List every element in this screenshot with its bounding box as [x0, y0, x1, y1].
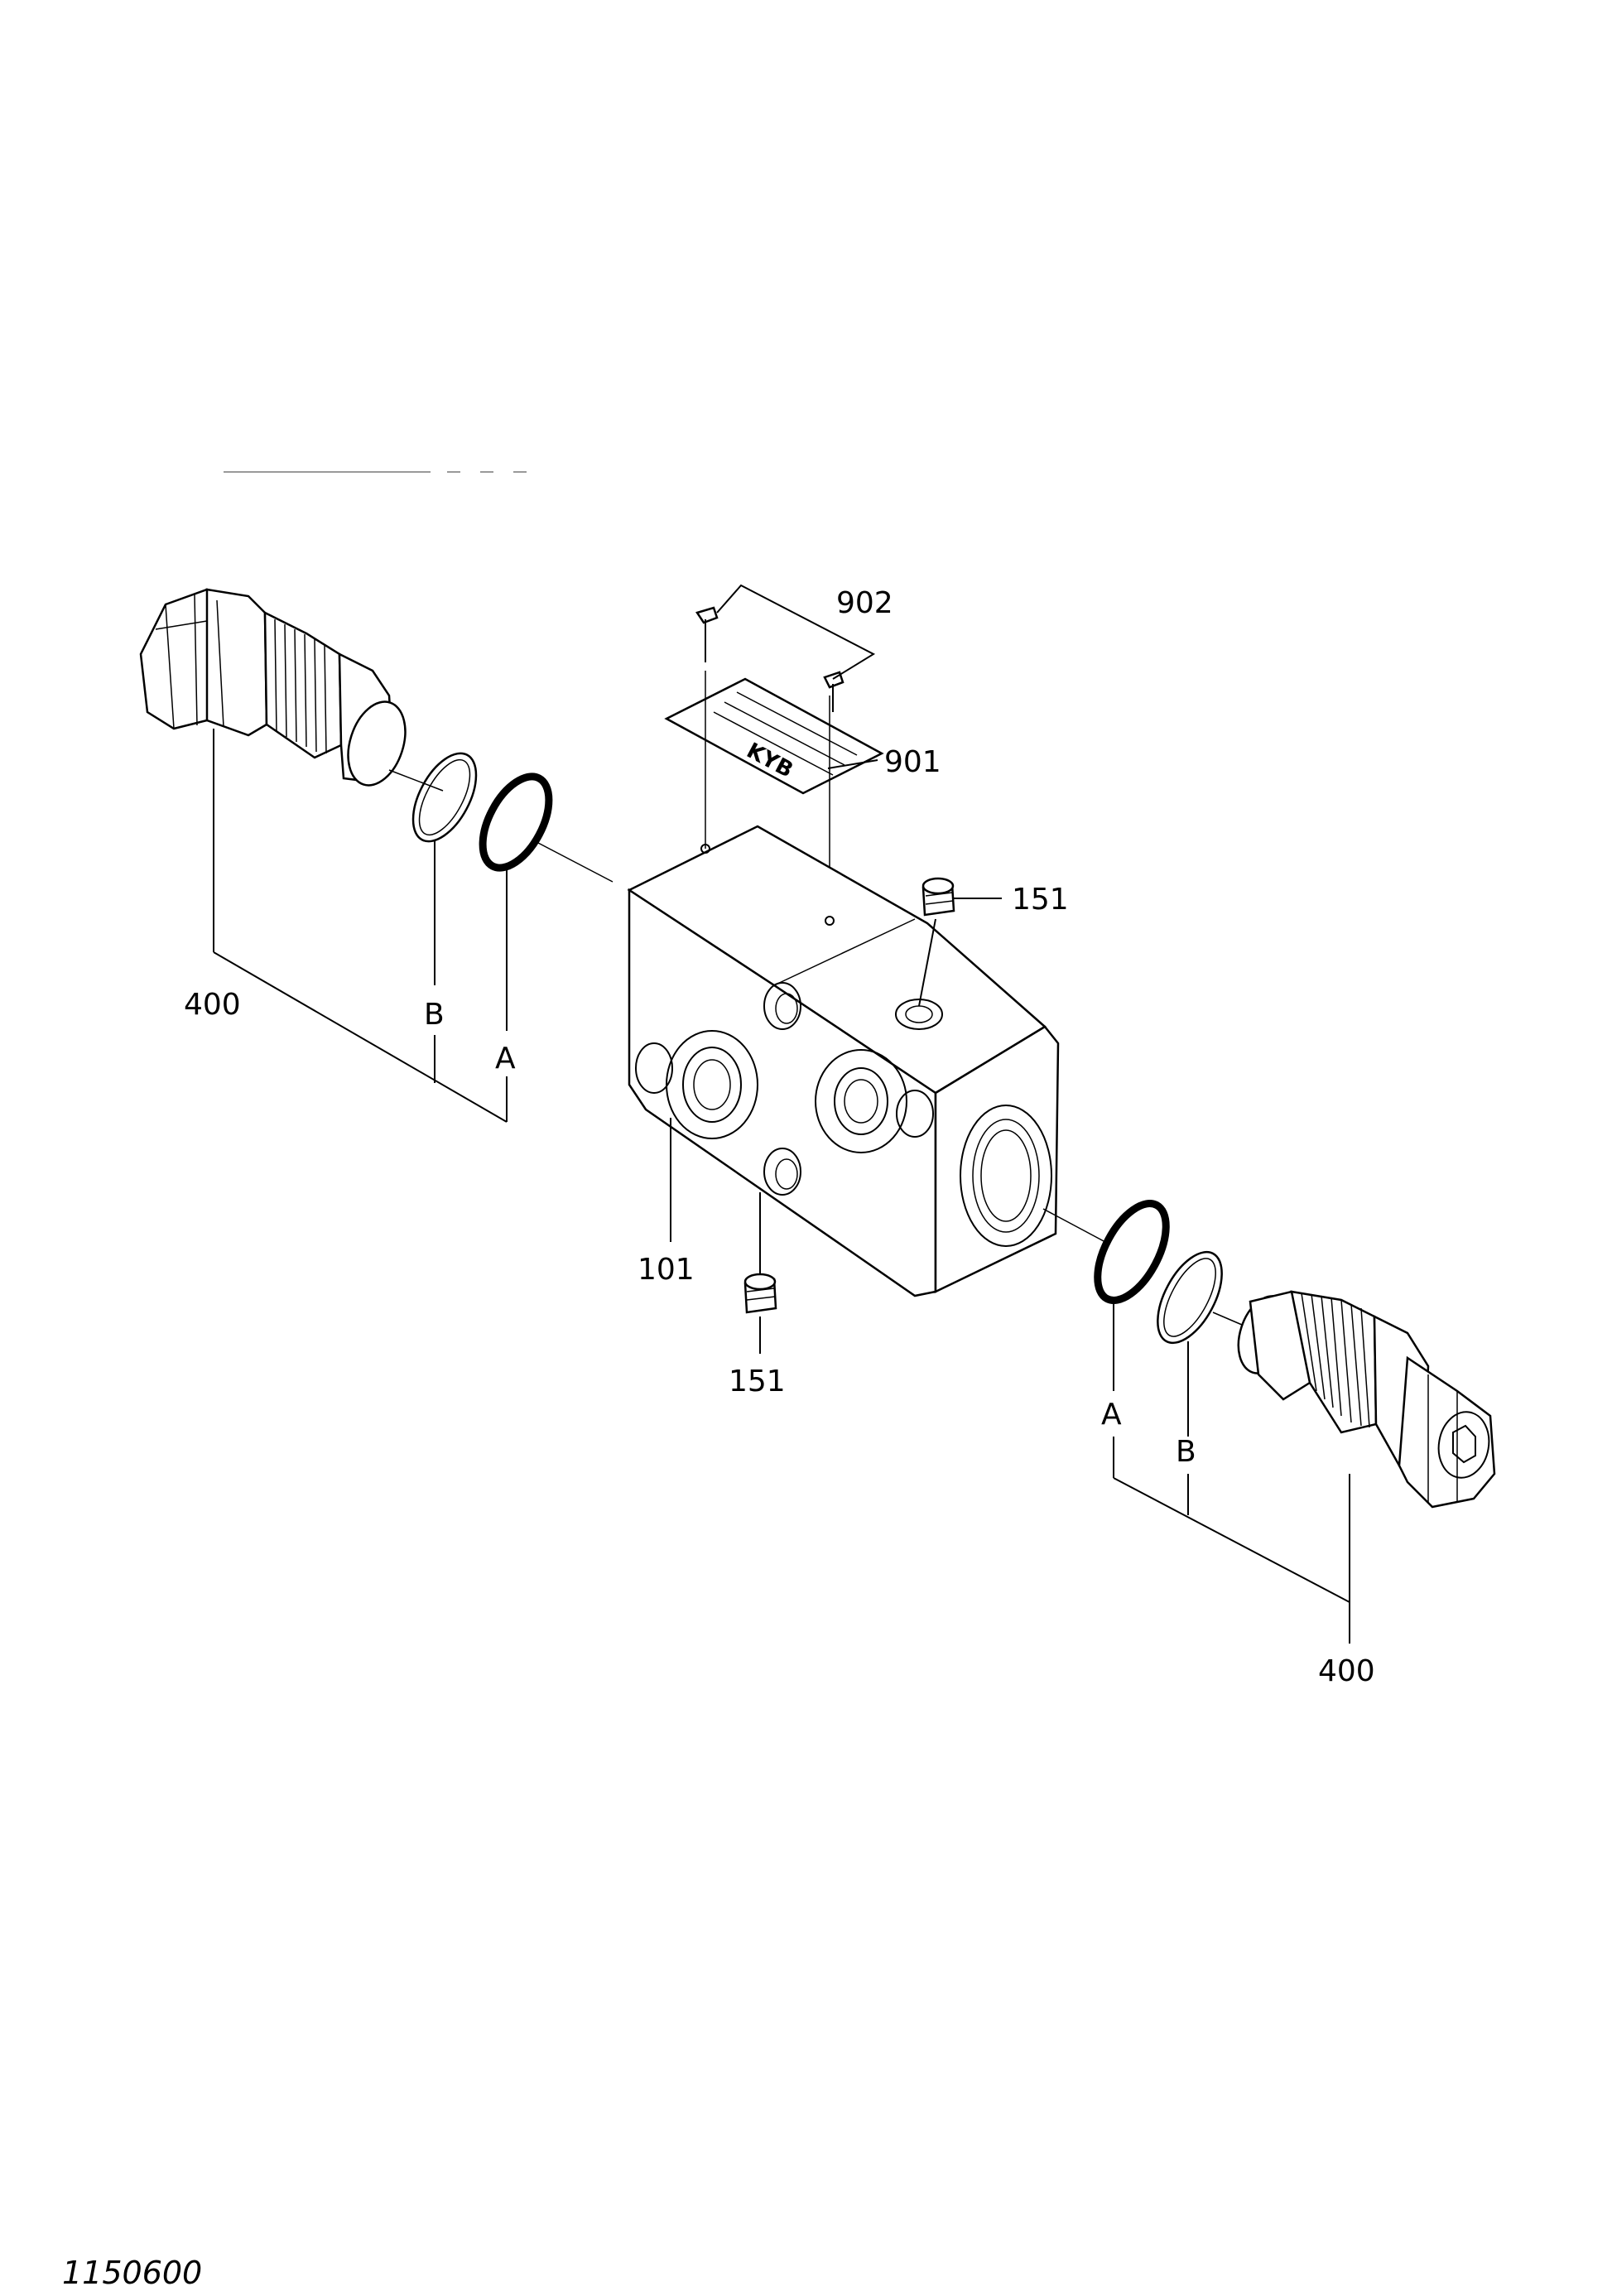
callout-902: 902 — [836, 586, 893, 620]
name-plate-901: KYB — [664, 677, 884, 795]
callout-151-top: 151 — [1012, 883, 1069, 917]
o-ring-left — [479, 773, 553, 872]
callout-a-right: A — [1101, 1398, 1122, 1432]
callout-400-left: 400 — [184, 988, 241, 1022]
relief-valve-right — [1237, 1290, 1496, 1509]
callout-151-bottom: 151 — [729, 1365, 786, 1398]
plug-151-top — [918, 877, 1002, 1007]
relief-valve-left — [139, 588, 444, 792]
leader-lines-left — [213, 729, 508, 1123]
rivets-902 — [695, 584, 876, 712]
backup-ring-right — [1157, 1250, 1223, 1345]
leader-lines-right — [1113, 1300, 1350, 1644]
plug-151-bottom — [743, 1192, 777, 1354]
callout-400-right: 400 — [1318, 1654, 1375, 1688]
callout-b-right: B — [1176, 1435, 1196, 1469]
callout-b-left: B — [424, 998, 445, 1032]
callout-a-left: A — [495, 1042, 516, 1076]
valve-block — [627, 825, 1060, 1297]
callout-101: 101 — [638, 1253, 695, 1287]
drawing-number: 1150600 — [62, 2255, 202, 2291]
backup-ring-left — [411, 752, 478, 843]
o-ring-right — [1094, 1200, 1170, 1304]
callout-901: 901 — [884, 745, 941, 779]
